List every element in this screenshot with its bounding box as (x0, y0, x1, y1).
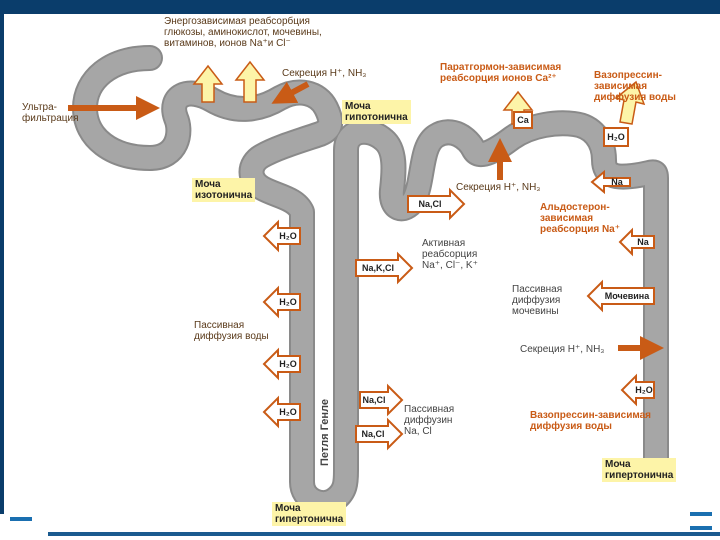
urine-hypertonic-label-right: Моча гипертонична (602, 458, 677, 482)
h2o-ion-label-left-4: H₂O (279, 407, 297, 417)
h2o-arrow-left-1 (262, 219, 301, 253)
na-cl-ion-label-lower-1: Na,Cl (362, 395, 386, 405)
passive-water-label: Пассивная диффузия воды (194, 320, 269, 342)
reabsorption-arrow-2 (234, 60, 266, 103)
passive-nacl-label: Пассивная диффузин Na, Cl (404, 404, 455, 437)
h2o-ion-label-top-right: H₂O (607, 132, 625, 142)
h2o-arrow-left-3 (262, 347, 301, 381)
secretion-arrow-top (271, 81, 310, 104)
ion-block-arrows (262, 111, 655, 451)
urine-hypertonic-label-bottom: Моча гипертонична (272, 502, 347, 526)
h2o-ion-label-right-bottom: H₂O (635, 385, 653, 395)
solid-orange-arrows (68, 81, 664, 360)
aldosterone-label: Альдостерон- зависимая реабсорция Na⁺ (540, 202, 621, 235)
h2o-ion-label-left-1: H₂O (279, 231, 297, 241)
secretion-label-bottom: Секреция H⁺, NH₃ (520, 344, 605, 355)
na-ion-label-right-2: Na (637, 237, 649, 247)
ca-ion-label: Ca (517, 115, 529, 125)
loop-henle-label: Петля Генле (319, 399, 331, 466)
urea-arrow (586, 279, 655, 313)
secretion-label-mid: Секреция H⁺, NH₃ (456, 182, 541, 193)
urine-isotonic-label: Моча изотонична (192, 178, 256, 202)
urine-hypotonic-label: Моча гипотонична (342, 100, 411, 124)
na-k-cl-ion-label: Na,K,Cl (361, 263, 394, 273)
na-ion-label-right-1: Na (611, 177, 623, 187)
na-cl-arrow-top (407, 187, 466, 221)
ultrafiltration-label: Ультра- фильтрация (22, 102, 79, 124)
h2o-box-top-right (603, 127, 629, 147)
footer-mark-icon (690, 512, 712, 530)
urea-label: Мочевина (604, 291, 650, 301)
na-arrow-right-2 (618, 227, 655, 257)
footer-bar (48, 532, 720, 536)
left-frame-bar (0, 14, 4, 514)
parathormone-label: Паратгормон-зависимая реабсорция ионов C… (440, 62, 562, 84)
vasopressin-label-bottom: Вазопрессин-зависимая диффузия воды (530, 410, 652, 432)
h2o-arrow-left-4 (262, 395, 301, 429)
na-cl-arrow-lower-2 (355, 417, 404, 451)
na-cl-arrow-lower-1 (359, 383, 404, 417)
energy-reabsorption-label: Энергозависимая реабсорбция глюкозы, ами… (164, 16, 322, 49)
top-frame-bar (0, 0, 720, 14)
h2o-ion-label-left-3: H₂O (279, 359, 297, 369)
h2o-arrow-left-2 (262, 285, 301, 319)
vasopressin-arrow-top (614, 80, 646, 125)
na-arrow-right-1 (590, 169, 631, 195)
active-reabsorption-label: Активная реабсорция Na⁺, Cl⁻, K⁺ (422, 238, 478, 271)
secretion-label-top: Секреция H⁺, NH₃ (282, 68, 367, 79)
vasopressin-label-top: Вазопрессин- зависимая диффузия воды (594, 70, 676, 103)
passive-urea-label: Пассивная диффузия мочевины (512, 284, 563, 317)
reabsorption-arrow-1 (192, 64, 224, 103)
na-k-cl-arrow (355, 251, 414, 285)
h2o-ion-label-left-2: H₂O (279, 297, 297, 307)
h2o-arrow-right-bottom (620, 373, 655, 407)
ca-box (513, 111, 533, 129)
na-cl-ion-label-lower-2: Na,Cl (361, 429, 385, 439)
na-cl-ion-label-top: Na,Cl (418, 199, 442, 209)
footer-dash (10, 517, 32, 521)
